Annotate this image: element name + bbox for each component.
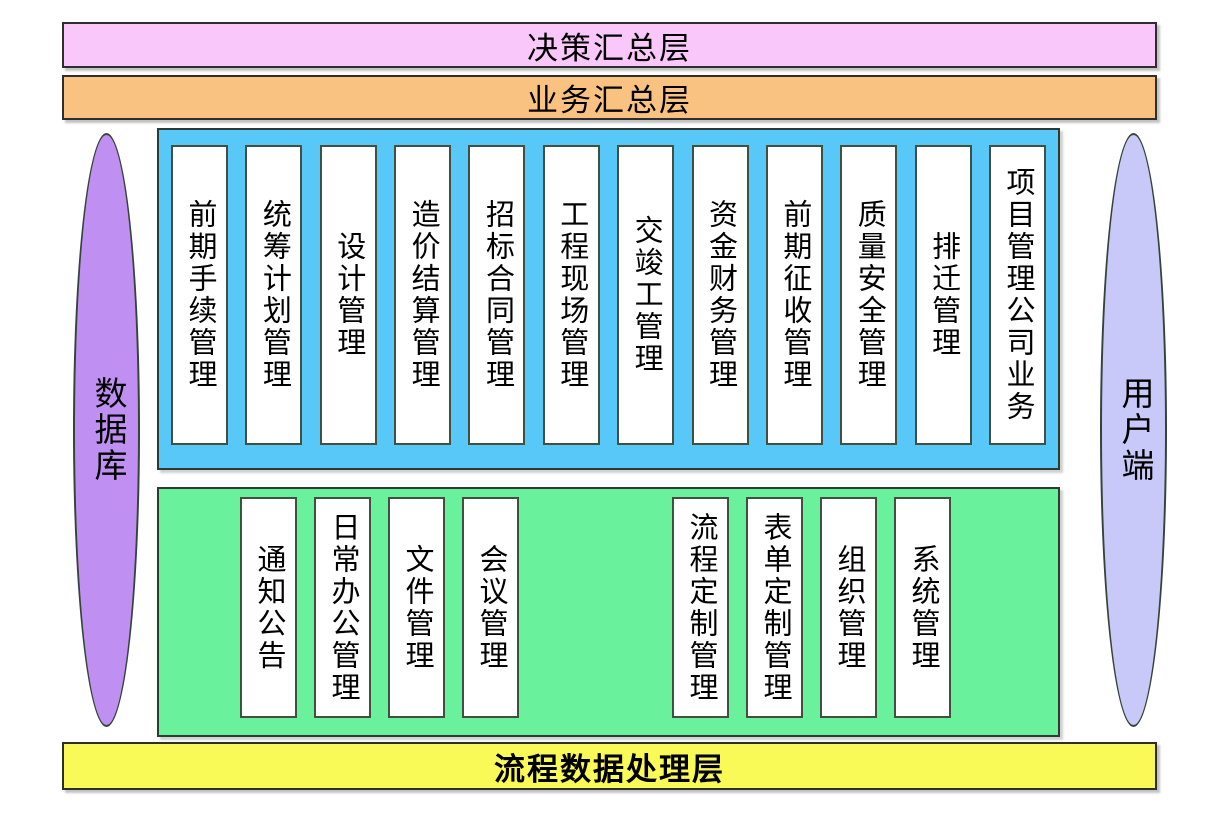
office-module-label-2: 日常办公管理 bbox=[327, 511, 359, 704]
business-module-label-9: 前期征收管理 bbox=[778, 199, 811, 391]
business-layer-banner: 业务汇总层 bbox=[62, 75, 1157, 120]
business-module-label-10: 质量安全管理 bbox=[853, 199, 886, 391]
office-modules-group: 通知公告 日常办公管理 文件管理 会议管理 bbox=[240, 497, 519, 718]
office-module-label-4: 会议管理 bbox=[475, 543, 507, 672]
decision-layer-label: 决策汇总层 bbox=[527, 30, 692, 66]
client-label: 用户端 bbox=[1116, 376, 1152, 484]
business-layer-label: 业务汇总层 bbox=[527, 83, 692, 118]
process-layer-label: 流程数据处理层 bbox=[494, 751, 725, 787]
business-module-column-3: 设计管理 bbox=[319, 145, 377, 445]
system-module-label-4: 系统管理 bbox=[907, 543, 939, 672]
business-module-column-2: 统筹计划管理 bbox=[245, 145, 303, 445]
business-module-column-12: 项目管理公司业务 bbox=[988, 145, 1046, 445]
business-module-column-10: 质量安全管理 bbox=[840, 145, 898, 445]
office-module-column-4: 会议管理 bbox=[462, 497, 519, 718]
business-module-label-2: 统筹计划管理 bbox=[258, 199, 291, 391]
office-module-label-3: 文件管理 bbox=[401, 543, 433, 672]
system-module-label-2: 表单定制管理 bbox=[759, 511, 791, 704]
office-system-panel: 通知公告 日常办公管理 文件管理 会议管理 流程定制管理 表单定制管理 组织管理 bbox=[157, 487, 1060, 737]
business-module-label-12: 项目管理公司业务 bbox=[1001, 167, 1034, 423]
business-module-label-8: 资金财务管理 bbox=[704, 199, 737, 391]
system-module-label-1: 流程定制管理 bbox=[685, 511, 717, 704]
database-label: 数据库 bbox=[89, 376, 125, 484]
office-module-column-3: 文件管理 bbox=[388, 497, 445, 718]
system-modules-group: 流程定制管理 表单定制管理 组织管理 系统管理 bbox=[672, 497, 951, 718]
system-module-label-3: 组织管理 bbox=[833, 543, 865, 672]
office-module-column-2: 日常办公管理 bbox=[314, 497, 371, 718]
business-modules-panel: 前期手续管理 统筹计划管理 设计管理 造价结算管理 招标合同管理 工程现场管理 … bbox=[157, 128, 1060, 470]
business-module-column-1: 前期手续管理 bbox=[171, 145, 228, 445]
database-ellipse: 数据库 bbox=[73, 133, 140, 727]
client-ellipse: 用户端 bbox=[1100, 133, 1167, 727]
system-module-column-1: 流程定制管理 bbox=[672, 497, 729, 718]
business-module-label-4: 造价结算管理 bbox=[407, 199, 440, 391]
office-module-label-1: 通知公告 bbox=[253, 543, 285, 672]
business-module-label-3: 设计管理 bbox=[332, 231, 365, 359]
business-module-column-9: 前期征收管理 bbox=[765, 145, 823, 445]
business-module-label-7: 交竣工管理 bbox=[630, 215, 663, 375]
business-module-column-11: 排迁管理 bbox=[914, 145, 972, 445]
business-module-column-5: 招标合同管理 bbox=[468, 145, 526, 445]
business-module-label-1: 前期手续管理 bbox=[184, 199, 216, 391]
system-module-column-3: 组织管理 bbox=[820, 497, 877, 718]
business-module-column-8: 资金财务管理 bbox=[691, 145, 749, 445]
system-module-column-4: 系统管理 bbox=[894, 497, 951, 718]
business-module-column-7: 交竣工管理 bbox=[617, 145, 675, 445]
business-module-label-11: 排迁管理 bbox=[927, 231, 960, 359]
business-module-label-6: 工程现场管理 bbox=[555, 199, 588, 391]
process-layer-banner: 流程数据处理层 bbox=[62, 742, 1157, 790]
system-module-column-2: 表单定制管理 bbox=[746, 497, 803, 718]
office-module-column-1: 通知公告 bbox=[240, 497, 297, 718]
decision-layer-banner: 决策汇总层 bbox=[62, 22, 1157, 68]
business-module-column-4: 造价结算管理 bbox=[394, 145, 452, 445]
business-module-column-6: 工程现场管理 bbox=[542, 145, 600, 445]
business-module-label-5: 招标合同管理 bbox=[481, 199, 514, 391]
